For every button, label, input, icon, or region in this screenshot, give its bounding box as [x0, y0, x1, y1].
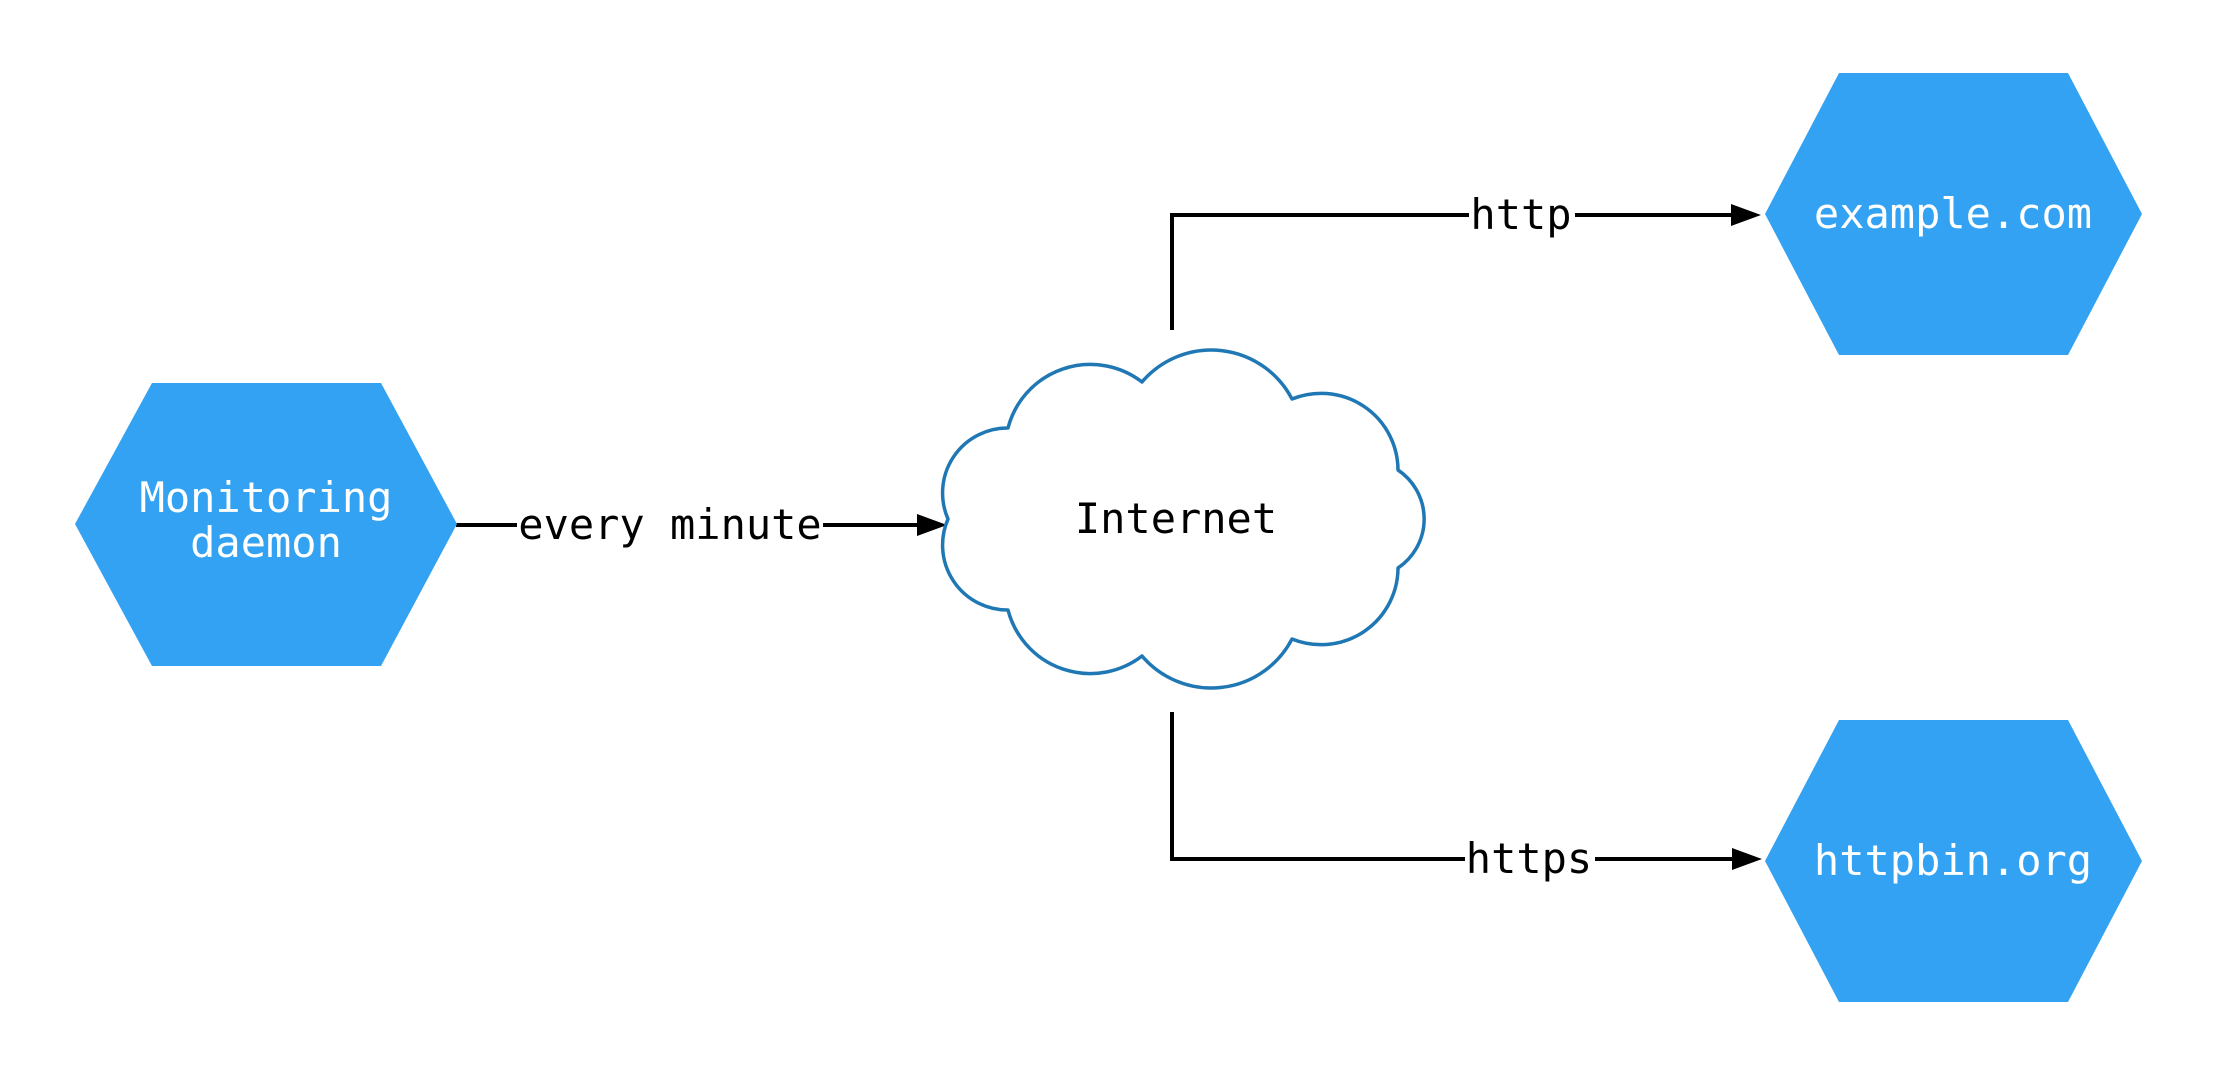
edge-https-elbow-line: [1170, 712, 1465, 861]
arrowhead-icon: [917, 514, 947, 536]
monitoring-daemon-hexagon: [75, 383, 457, 666]
edge-http-elbow-line: [1170, 213, 1469, 330]
internet-label: Internet: [1075, 494, 1277, 543]
node-httpbin-org: httpbin.org: [1765, 720, 2142, 1002]
edge-https-label: https: [1466, 834, 1592, 883]
monitoring-daemon-label-line2: daemon: [190, 518, 342, 567]
example-com-label: example.com: [1814, 189, 2092, 238]
node-monitoring-daemon: Monitoring daemon: [75, 383, 457, 666]
arrowhead-icon: [1731, 204, 1761, 226]
node-example-com: example.com: [1765, 73, 2142, 355]
edge-http-label: http: [1470, 190, 1571, 239]
edge-every-minute: every minute: [456, 500, 947, 549]
monitoring-daemon-label-line1: Monitoring: [140, 473, 393, 522]
edge-every-minute-label: every minute: [518, 500, 821, 549]
edge-http: http: [1170, 190, 1761, 330]
example-com-hexagon: [1765, 73, 2142, 355]
arrowhead-icon: [1732, 848, 1762, 870]
edge-https: https: [1170, 712, 1762, 883]
httpbin-org-label: httpbin.org: [1814, 836, 2092, 885]
internet-cloud-shape: [940, 348, 1426, 690]
node-internet: Internet: [940, 348, 1426, 690]
httpbin-org-hexagon: [1765, 720, 2142, 1002]
